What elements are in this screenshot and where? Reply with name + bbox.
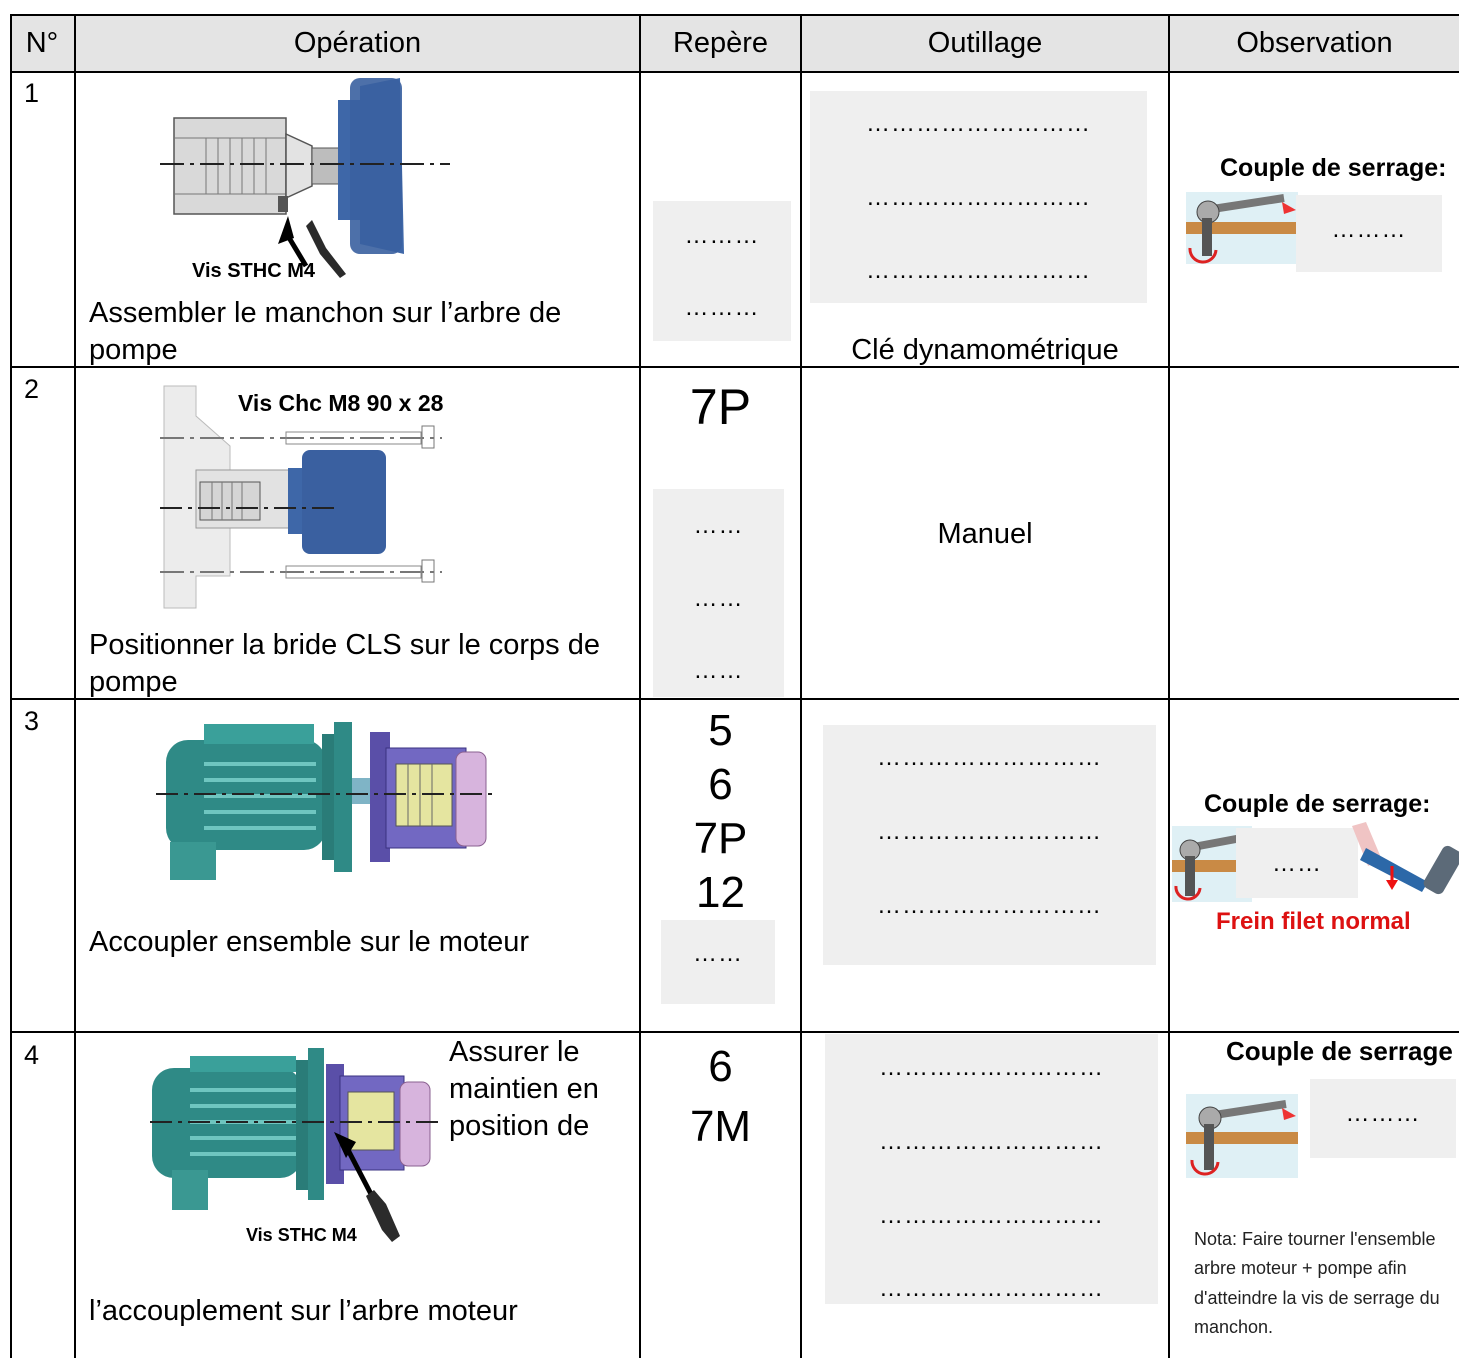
row-3-repere-value-4: 12 [696, 868, 745, 917]
row-1-observation-blank: ……… [1331, 216, 1407, 243]
row-2-repere-value: 7P [689, 379, 752, 435]
row-4-observation-title: Couple de serrage [1226, 1036, 1453, 1066]
row-4-repere-value-1: 6 [708, 1042, 733, 1091]
row-4-figure-label: Vis STHC M4 [246, 1225, 357, 1245]
grid-line-row-1 [10, 366, 1459, 368]
row-3-operation-text: Accoupler ensemble sur le moteur [89, 926, 530, 958]
row-4-nota-line-3: d'atteindre la vis de serrage du [1194, 1288, 1440, 1308]
grid-line-header [10, 71, 1459, 73]
row-1-observation-title: Couple de serrage: [1220, 154, 1447, 182]
grid-line-top [10, 14, 1459, 16]
row-2-repere-box [653, 489, 784, 697]
pump-shaft-sleeve-figure [160, 78, 450, 278]
torque-wrench-icon [1186, 1094, 1298, 1178]
row-4-outillage-blank-3: ……………………… [879, 1202, 1104, 1229]
row-1-number: 1 [24, 78, 40, 108]
row-3-outillage-box [823, 725, 1156, 965]
row-2-repere-blank-2: …… [693, 585, 744, 612]
pump-flange-figure [160, 385, 442, 609]
row-1-operation-text: Assembler le manchon sur l’arbre de pomp… [89, 297, 562, 366]
row-2-number: 2 [24, 374, 40, 404]
grid-line-col-3 [800, 14, 802, 1358]
row-1-outillage-box [810, 91, 1147, 303]
row-1-repere-blank-2: ……… [684, 294, 760, 321]
row-4-nota-line-2: arbre moteur + pompe afin [1194, 1258, 1407, 1278]
row-1-repere-blank-1: ……… [684, 222, 760, 249]
header-num: N° [25, 26, 59, 59]
grid-line-col-2 [639, 14, 641, 1358]
row-3-observation-blank: …… [1272, 850, 1322, 877]
motor-coupling-figure [156, 722, 496, 880]
row-4-outillage-blank-2: ……………………… [879, 1128, 1104, 1155]
row-1-outillage-text: Clé dynamométrique [851, 334, 1119, 366]
row-4-operation-side-text: Assurer le maintien en position de [449, 1036, 599, 1142]
row-1-figure-label: Vis STHC M4 [192, 260, 315, 282]
row-3-observation-box [1236, 828, 1358, 898]
row-1-observation-box [1296, 195, 1442, 272]
row-4-nota-line-4: manchon. [1194, 1317, 1274, 1337]
row-3-repere-blank: …… [693, 940, 743, 967]
row-4-operation-text: l’accouplement sur l’arbre moteur [89, 1295, 518, 1327]
row-4-observation-blank: ……… [1345, 1100, 1421, 1127]
row-4-observation-box [1310, 1079, 1456, 1158]
row-3-observation-title: Couple de serrage: [1204, 790, 1431, 818]
row-4-number: 4 [24, 1040, 40, 1070]
table-header-background [10, 15, 1459, 71]
row-3-outillage-blank-1: ……………………… [877, 744, 1102, 771]
row-1-outillage-blank-1: ……………………… [866, 110, 1091, 137]
grid-line-row-3 [10, 1031, 1459, 1033]
row-3-observation-note: Frein filet normal [1216, 908, 1411, 935]
row-4-nota-line-1: Nota: Faire tourner l'ensemble [1194, 1229, 1436, 1249]
row-3-repere-value-1: 5 [708, 706, 733, 755]
row-2-outillage-text: Manuel [937, 518, 1033, 550]
header-outillage: Outillage [927, 26, 1043, 59]
header-observation: Observation [1236, 26, 1393, 59]
row-2-figure-label: Vis Chc M8 90 x 28 [238, 390, 444, 416]
row-2-operation-text: Positionner la bride CLS sur le corps de… [89, 629, 600, 698]
threadlocker-bottle-icon [1352, 822, 1459, 895]
row-4-outillage-blank-4: ……………………… [879, 1275, 1104, 1302]
row-3-outillage-blank-2: ……………………… [877, 818, 1102, 845]
header-operation: Opération [293, 26, 422, 59]
grid-line-row-2 [10, 698, 1459, 700]
torque-wrench-icon [1186, 192, 1298, 264]
row-3-repere-value-3: 7P [693, 814, 748, 863]
row-1-repere-box [653, 201, 791, 341]
grid-line-col-4 [1168, 14, 1170, 1358]
row-3-repere-box [661, 920, 775, 1004]
row-3-repere-value-2: 6 [708, 760, 733, 809]
row-1-outillage-blank-2: ……………………… [866, 184, 1091, 211]
grid-line-col-1 [74, 14, 76, 1358]
row-2-repere-blank-3: …… [693, 657, 744, 684]
row-3-number: 3 [24, 706, 40, 736]
row-2-repere-blank-1: …… [693, 512, 744, 539]
motor-sleeve-screw-figure [150, 1048, 442, 1242]
row-1-outillage-blank-3: ……………………… [866, 257, 1091, 284]
row-4-repere-value-2: 7M [689, 1102, 752, 1151]
grid-line-left [10, 14, 12, 1358]
row-4-outillage-box [825, 1034, 1158, 1304]
row-3-outillage-blank-3: ……………………… [877, 892, 1102, 919]
row-4-outillage-blank-1: ……………………… [879, 1054, 1104, 1081]
header-repere: Repère [672, 26, 769, 59]
